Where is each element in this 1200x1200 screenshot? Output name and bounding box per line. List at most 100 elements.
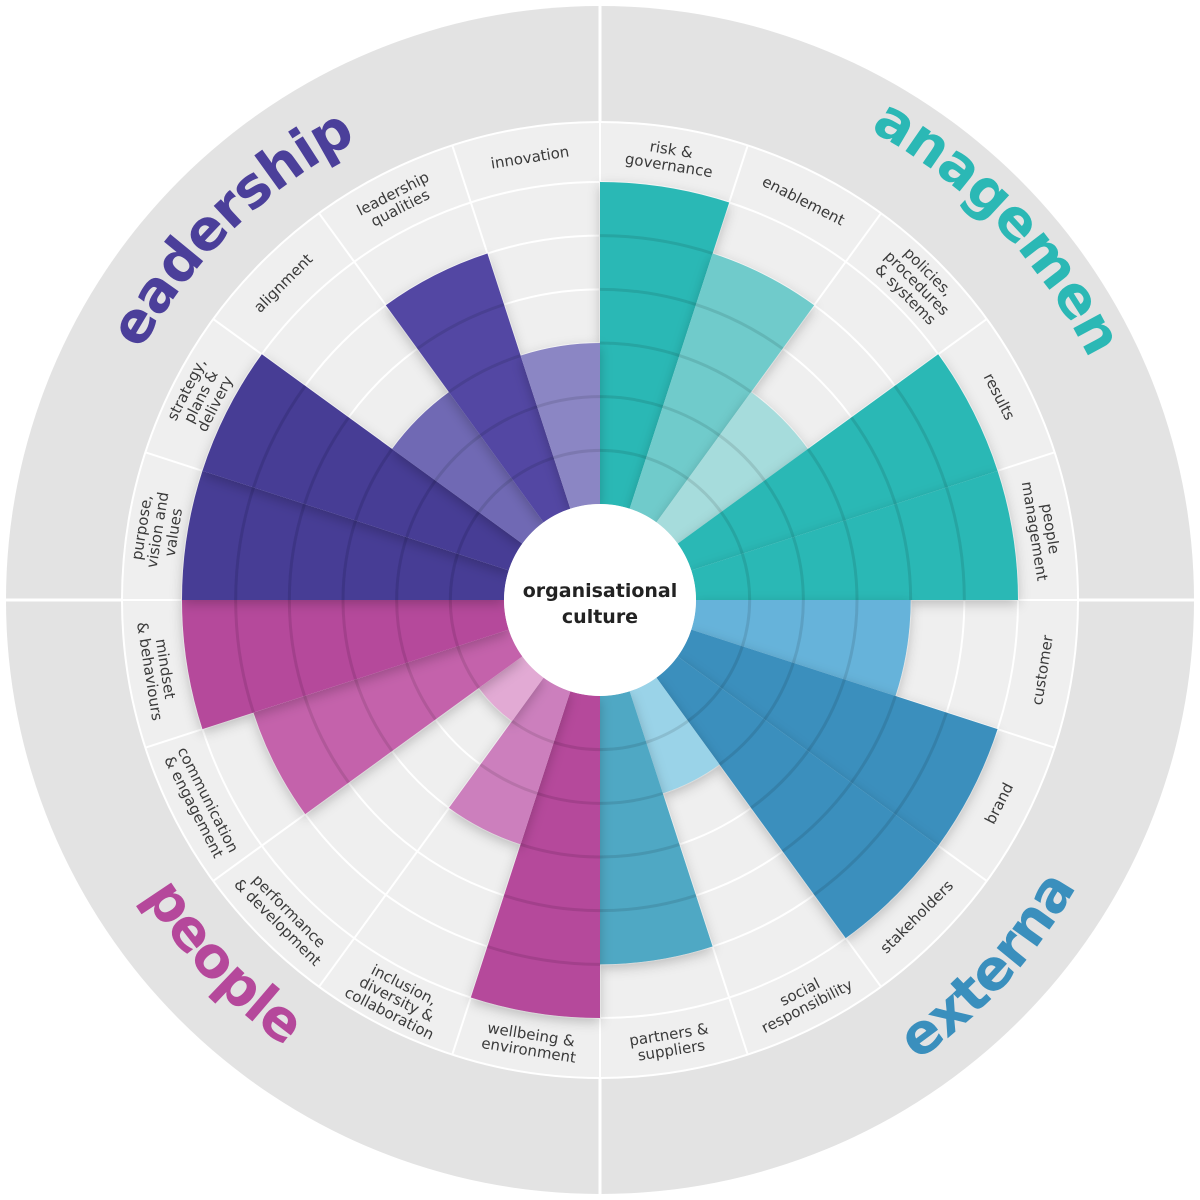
bar-band-divider (341, 520, 358, 601)
bar-band-divider (477, 477, 513, 513)
bar-band-divider (599, 287, 697, 306)
bar-band-divider (354, 448, 394, 522)
bar-band-divider (448, 553, 460, 601)
bar-band-divider (645, 719, 689, 744)
bar-band-divider (719, 511, 744, 555)
bar-segment (691, 470, 1018, 601)
bar-segment (182, 599, 509, 730)
bar-wedge (478, 656, 544, 722)
bar-segment (656, 392, 808, 544)
bar-wedge (691, 470, 1018, 600)
bar-band-divider (599, 842, 680, 859)
bar-wedge (520, 343, 600, 509)
bar-band-divider (740, 553, 752, 601)
bar-band-divider (599, 740, 647, 752)
bar-band-divider (354, 678, 394, 752)
bar-segment (691, 599, 911, 697)
bar-wedge (253, 629, 523, 815)
bar-band-divider (456, 511, 481, 555)
bar-segments (182, 182, 1018, 1018)
bar-band-divider (553, 740, 601, 752)
bar-band-divider (806, 448, 846, 522)
bar-band-divider (448, 354, 522, 394)
bar-band-divider (813, 813, 896, 896)
bar-band-divider (842, 599, 859, 680)
bar-band-divider (520, 842, 601, 859)
bar-band-divider (945, 486, 966, 601)
bar-band-divider (599, 791, 664, 805)
bar-band-divider (252, 384, 307, 488)
bar-band-divider (850, 416, 897, 505)
bar-segment (599, 182, 730, 509)
segment-label: purpose,vision andvalues (127, 488, 188, 572)
bar-band-divider (781, 781, 853, 853)
bar-band-divider (536, 791, 601, 805)
bar-band-divider (599, 234, 714, 255)
bar-wedge (448, 677, 571, 845)
bar-wedge (182, 600, 509, 730)
bar-segment (629, 253, 815, 523)
bar-segment (677, 629, 998, 846)
bar-band-divider (893, 384, 948, 488)
bar-band-divider (479, 763, 538, 795)
bar-segment (385, 253, 571, 523)
bar-band-divider (740, 599, 752, 647)
bar-wedge (656, 656, 939, 939)
bar-band-divider (687, 477, 723, 513)
bar-wedge (600, 691, 713, 965)
bar-band-divider (511, 719, 555, 744)
bar-wedge (182, 470, 509, 600)
bar-band-divider (806, 678, 846, 752)
bar-band-divider (511, 456, 555, 481)
bar-band-divider (486, 945, 601, 966)
center-circle (504, 504, 696, 696)
bar-segment (629, 677, 720, 794)
bar-wedge (677, 354, 998, 571)
bar-band-divider (456, 645, 481, 689)
bar-band-divider (645, 456, 689, 481)
bar-segment (599, 691, 713, 965)
bar-wedge (470, 691, 600, 1018)
bar-segment (520, 343, 601, 509)
bar-band-divider (599, 894, 697, 913)
bar-wedge (385, 253, 571, 523)
bar-band-divider (719, 645, 744, 689)
bar-band-divider (599, 448, 647, 460)
bar-band-divider (395, 599, 409, 664)
bar-band-divider (662, 405, 721, 437)
bar-band-divider (234, 599, 255, 714)
bar-band-divider (894, 503, 913, 601)
bar-band-divider (599, 341, 680, 358)
bar-band-divider (695, 303, 784, 350)
bar-band-divider (503, 894, 601, 913)
bar-band-divider (718, 434, 766, 482)
bar-band-divider (791, 536, 805, 601)
bar-band-divider (893, 712, 948, 816)
bar-wedge (600, 182, 730, 509)
bar-band-divider (405, 479, 437, 538)
bar-band-divider (287, 599, 306, 697)
grid-spoke (451, 145, 572, 510)
bar-band-divider (763, 662, 795, 721)
bar-band-divider (687, 687, 723, 723)
bar-band-divider (303, 695, 350, 784)
bar-band-divider (599, 395, 664, 409)
bar-band-divider (553, 448, 601, 460)
bar-band-divider (536, 395, 601, 409)
bar-segment (448, 677, 571, 845)
bar-band-divider (763, 479, 795, 538)
bar-wedge (629, 677, 720, 794)
bar-wedge (656, 392, 808, 544)
bar-segment (656, 656, 939, 939)
bar-band-divider (287, 503, 306, 601)
center-title-line1: organisational (523, 580, 678, 602)
bar-wedge (202, 354, 523, 571)
bar-segment (677, 354, 998, 571)
bar-segment (478, 656, 544, 722)
bar-band-divider (678, 354, 752, 394)
bar-band-divider (434, 434, 482, 482)
bar-band-divider (718, 718, 766, 766)
bar-band-divider (341, 599, 358, 680)
bar-wedge (392, 392, 544, 544)
